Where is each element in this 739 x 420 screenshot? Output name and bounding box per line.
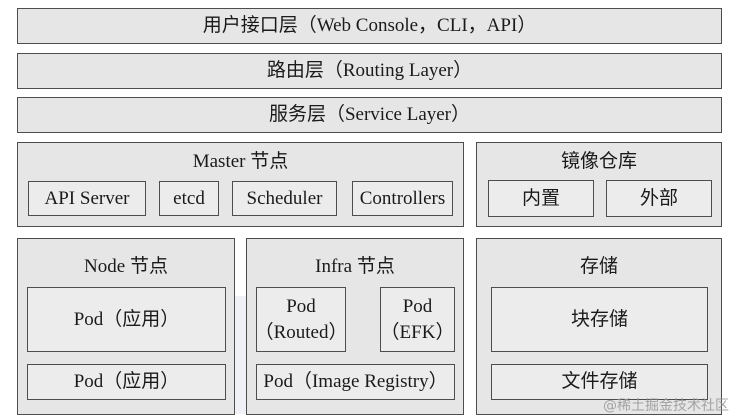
node-node-title: Node 节点	[84, 256, 168, 277]
routing-layer: 路由层（Routing Layer）	[17, 53, 722, 89]
master-node-title: Master 节点	[192, 151, 289, 172]
master-component-scheduler: Scheduler	[232, 181, 337, 216]
infra-node: Infra 节点 Pod （Routed） Pod （EFK） Pod（Imag…	[246, 238, 464, 415]
user-interface-layer: 用户接口层（Web Console，CLI，API）	[17, 8, 722, 44]
storage-block: 块存储	[491, 287, 708, 352]
master-component-etcd: etcd	[159, 181, 219, 216]
node-pod-app-2: Pod（应用）	[27, 364, 226, 400]
image-registry: 镜像仓库 内置 外部	[476, 142, 722, 227]
routing-layer-label: 路由层（Routing Layer）	[266, 60, 473, 82]
registry-builtin: 内置	[488, 180, 594, 217]
storage-title: 存储	[579, 256, 618, 277]
storage-file: 文件存储	[491, 364, 708, 400]
user-interface-layer-label: 用户接口层（Web Console，CLI，API）	[202, 15, 537, 37]
service-layer-label: 服务层（Service Layer）	[268, 104, 471, 126]
infra-pod-efk: Pod （EFK）	[380, 287, 455, 352]
master-node: Master 节点 API Server etcd Scheduler Cont…	[17, 142, 464, 227]
infra-pod-routed-line2: （Routed）	[254, 321, 348, 343]
node-node: Node 节点 Pod（应用） Pod（应用）	[17, 238, 235, 415]
image-registry-title: 镜像仓库	[560, 151, 637, 172]
infra-pod-routed-line1: Pod	[286, 295, 316, 317]
infra-pod-efk-line1: Pod	[402, 295, 433, 317]
infra-pod-routed: Pod （Routed）	[254, 287, 348, 352]
registry-external: 外部	[606, 180, 712, 217]
infra-pod-image-registry: Pod（Image Registry）	[256, 364, 455, 400]
master-component-controllers: Controllers	[352, 181, 453, 216]
infra-pod-efk-line2: （EFK）	[380, 321, 455, 343]
node-pod-app-1: Pod（应用）	[27, 287, 226, 352]
storage: 存储 块存储 文件存储	[476, 238, 722, 415]
service-layer: 服务层（Service Layer）	[17, 97, 722, 133]
master-component-api-server: API Server	[28, 181, 146, 216]
infra-node-title: Infra 节点	[315, 256, 395, 277]
